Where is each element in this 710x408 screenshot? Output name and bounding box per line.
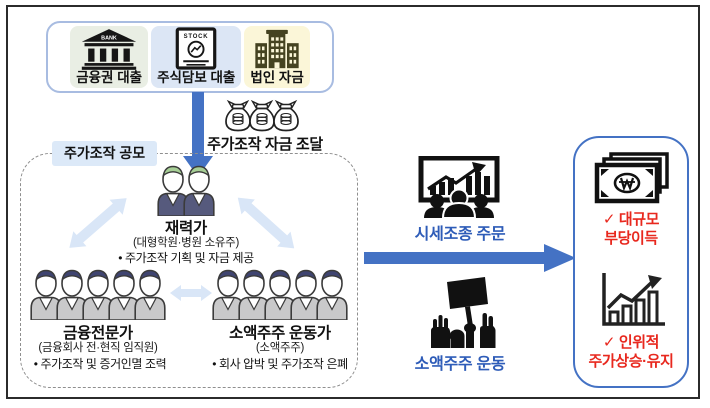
activist-person-icon — [316, 269, 348, 320]
protest-picket-icon — [431, 277, 496, 348]
activists-persons-group — [210, 266, 350, 320]
finance-expert-person-icon — [134, 269, 166, 320]
outcome-profit-text: ✓ 대규모 부당이득 — [577, 210, 685, 248]
activists-subtitle: (소액주주) — [255, 342, 305, 354]
wealthy-subtitle: (대형학원·병원 소유주) — [132, 237, 239, 249]
finance-experts-subtitle: (금융회사 전·현직 임직원) — [38, 342, 158, 354]
funding-card-corporate-funds: 법인 자금 — [244, 26, 310, 88]
activists-bullet: • 회사 압박 및 주가조작 은폐 — [212, 357, 348, 371]
activists-name: 소액주주 운동가 — [229, 325, 331, 342]
experts-activists-double-arrow — [170, 285, 212, 301]
outcome-profit-line2: 부당이득 — [604, 230, 658, 247]
wealthy-person-icon — [183, 165, 215, 216]
diagram-border — [6, 5, 700, 399]
funding-card-label: 주식담보 대출 — [157, 70, 236, 85]
corporate-building-icon — [252, 28, 302, 70]
market-orders-crowd-icon — [414, 156, 504, 218]
outcome-price-line1: ✓ 인위적 — [602, 334, 660, 351]
finance-experts-persons-group — [28, 266, 168, 320]
wealthy-activists-double-arrow — [237, 197, 295, 249]
movement-label: 소액주주 운동 — [414, 356, 506, 373]
wealthy-persons-group — [155, 162, 217, 216]
funding-card-label: 법인 자금 — [250, 70, 304, 85]
outcome-price-line2: 주가상승·유지 — [588, 353, 674, 370]
funding-flow-caption: 주가조작 자금 조달 — [207, 136, 323, 153]
wealthy-name: 재력가 — [165, 220, 207, 237]
stock-certificate-icon — [175, 27, 217, 70]
finance-experts-name: 금융전문가 — [63, 325, 133, 342]
bank-icon — [80, 28, 138, 70]
rising-stock-chart-icon — [602, 271, 667, 326]
funding-sources-box: 금융권 대출 주식담보 대출 법인 자금 — [46, 21, 334, 93]
conspiracy-dashed-box — [20, 153, 358, 388]
funding-card-label: 금융권 대출 — [76, 70, 143, 85]
outcome-right-arrow — [364, 244, 576, 272]
funding-card-stock-collateral-loan: 주식담보 대출 — [151, 26, 242, 88]
wealthy-bullet: • 주가조작 기획 및 자금 제공 — [118, 251, 254, 265]
finance-experts-bullet: • 주가조작 및 증거인멸 조력 — [33, 357, 167, 371]
won-bills-icon — [594, 152, 670, 204]
funding-down-arrow — [183, 92, 213, 177]
outcome-profit-line1: ✓ 대규모 — [602, 211, 660, 228]
wealthy-experts-double-arrow — [69, 198, 127, 248]
funding-card-bank-loan: 금융권 대출 — [70, 26, 149, 88]
money-bags-icon — [224, 99, 300, 133]
conspiracy-box-label: 주가조작 공모 — [52, 141, 158, 166]
outcome-price-text: ✓ 인위적 주가상승·유지 — [574, 333, 688, 371]
orders-label: 시세조종 주문 — [414, 226, 506, 243]
